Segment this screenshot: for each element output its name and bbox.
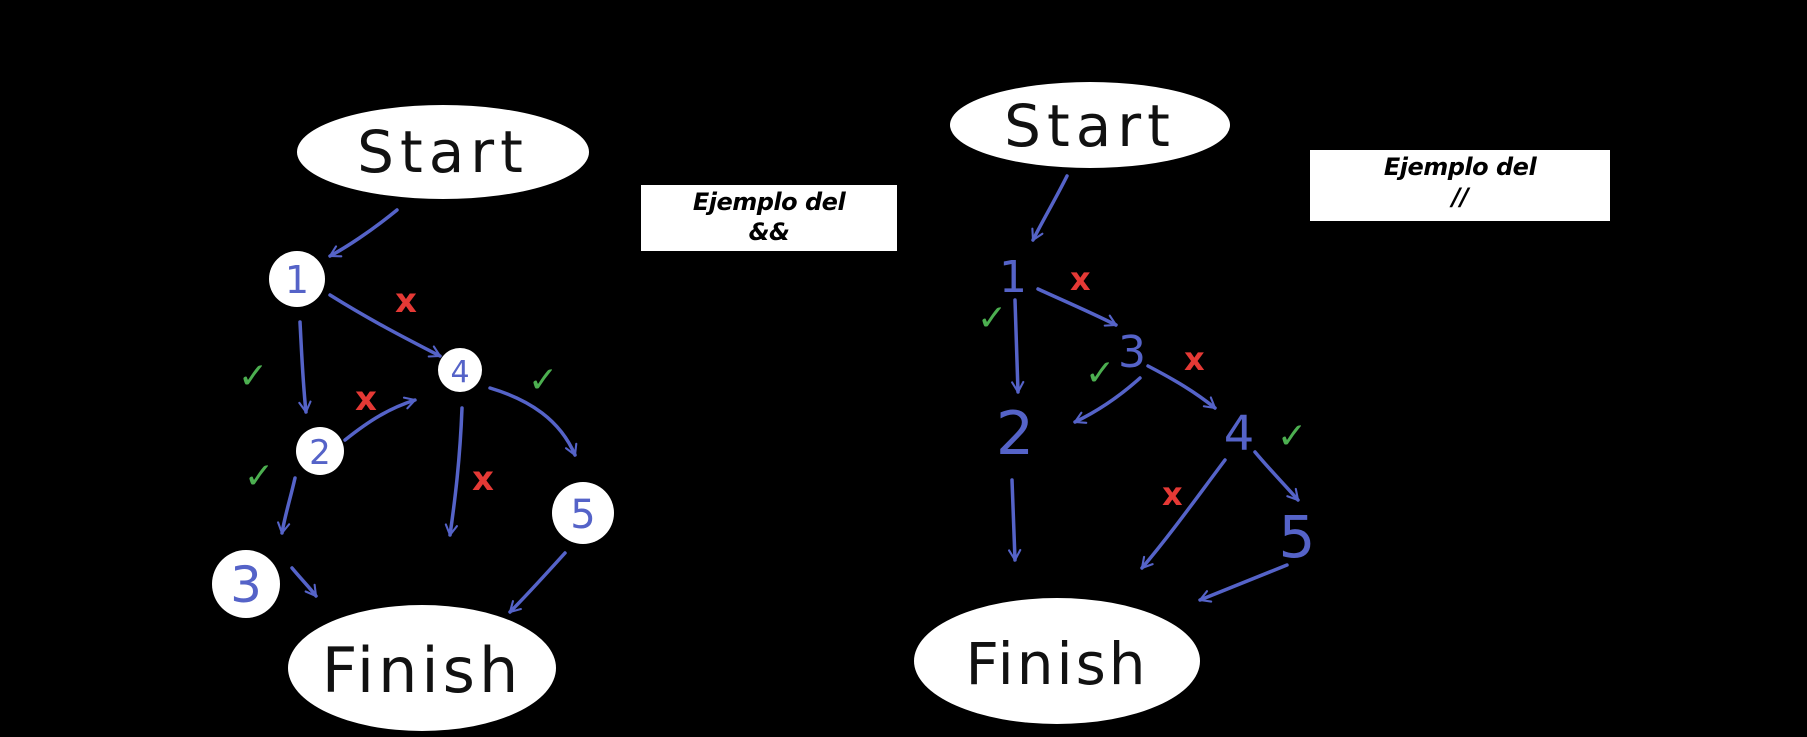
or-diagram: Start Finish 1 2 3 4 5 ✓ ✓ ✓ (914, 82, 1315, 724)
node-5 (552, 482, 614, 544)
finish-node (914, 598, 1200, 724)
arrow-2-to-finish (1008, 478, 1022, 562)
check-mark-1-2: ✓ (238, 356, 268, 397)
arrow-start-to-1 (328, 208, 399, 258)
and-example-title-line2: && (748, 218, 790, 246)
cross-mark-1-4: x (395, 281, 417, 321)
start-node-label: Start (1004, 92, 1176, 160)
arrow-3-to-finish (290, 566, 318, 598)
check-mark-4-5: ✓ (528, 360, 558, 401)
and-example-title: Ejemplo del && (641, 185, 897, 251)
node-5-label: 5 (1279, 503, 1316, 571)
check-mark-1-2: ✓ (977, 298, 1007, 339)
check-mark-4-5: ✓ (1277, 416, 1307, 457)
or-example-title: Ejemplo del // (1310, 150, 1610, 221)
and-diagram: Start Finish 1 4 2 5 3 ✓ ✓ (212, 105, 614, 731)
finish-node-label: Finish (965, 630, 1148, 698)
arrow-2-to-4 (343, 396, 417, 442)
node-2-label: 2 (996, 399, 1034, 469)
node-5-label: 5 (570, 492, 595, 538)
node-2-label: 2 (309, 433, 331, 473)
arrow-4-to-5 (1253, 450, 1300, 502)
start-node (297, 105, 589, 199)
node-2 (296, 427, 344, 475)
or-example-title-line2: // (1451, 183, 1469, 211)
check-mark-2-3: ✓ (244, 456, 274, 497)
arrow-4-to-5 (488, 386, 578, 457)
node-4-label: 4 (450, 355, 469, 390)
node-1 (269, 251, 325, 307)
arrow-2-to-3 (277, 476, 297, 535)
arrow-1-to-3 (1036, 287, 1118, 327)
start-node (950, 82, 1230, 168)
arrow-3-to-2 (1073, 376, 1142, 424)
node-1-label: 1 (285, 258, 309, 302)
cross-mark-3-4: x (1184, 340, 1205, 378)
cross-mark-4-finish: x (472, 459, 494, 499)
arrow-start-to-1 (1031, 174, 1069, 242)
arrow-3-to-4 (1146, 364, 1217, 410)
arrow-4-to-finish (1140, 458, 1227, 570)
cross-mark-1-3: x (1070, 260, 1091, 298)
start-node-label: Start (357, 118, 529, 186)
node-3 (212, 550, 280, 618)
arrow-1-to-2 (1011, 298, 1025, 394)
arrow-1-to-4 (328, 293, 442, 358)
node-4 (438, 348, 482, 392)
check-mark-3-2: ✓ (1085, 353, 1115, 394)
cross-mark-4-finish: x (1162, 475, 1183, 513)
finish-node-label: Finish (322, 634, 523, 707)
arrow-1-to-2 (298, 320, 312, 414)
node-4-label: 4 (1224, 406, 1255, 462)
or-example-title-line1: Ejemplo del (1383, 153, 1537, 181)
and-example-title-line1: Ejemplo del (692, 188, 846, 216)
arrow-5-to-finish (508, 551, 567, 614)
arrow-5-to-finish (1198, 563, 1289, 603)
node-3-label: 3 (230, 556, 262, 614)
node-1-label: 1 (999, 252, 1027, 303)
cross-mark-2-4: x (355, 379, 377, 419)
finish-node (288, 605, 556, 731)
arrow-4-to-finish (444, 406, 464, 537)
node-3-label: 3 (1118, 327, 1146, 378)
